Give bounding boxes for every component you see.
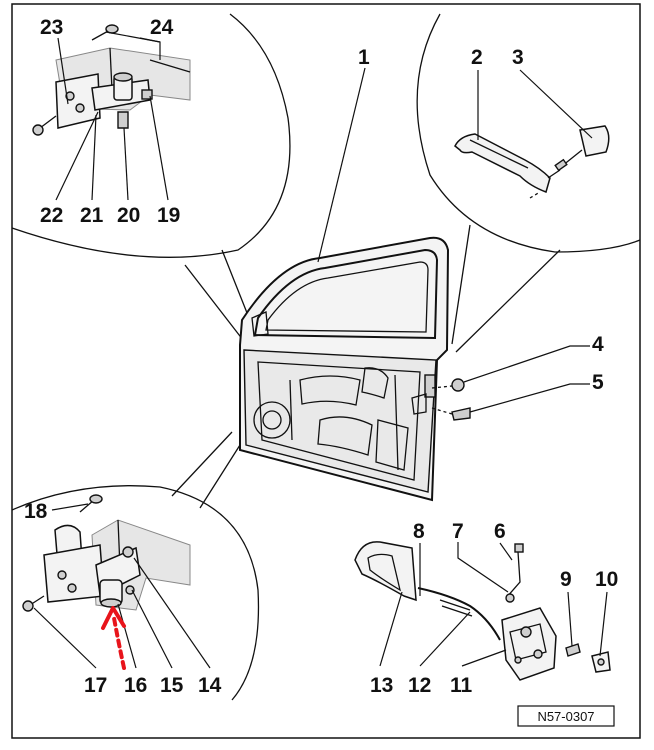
callout-21: 21 — [80, 204, 104, 227]
fastener-4 — [431, 378, 465, 392]
callout-17: 17 — [84, 674, 107, 697]
callout-19: 19 — [157, 204, 180, 227]
callout-7: 7 — [452, 520, 464, 543]
callout-20: 20 — [117, 204, 140, 227]
callout-5: 5 — [592, 371, 604, 394]
leader-lines — [33, 31, 608, 669]
callout-18: 18 — [24, 500, 48, 523]
detail-circle-outer-handle — [416, 13, 641, 353]
callout-labels: 1 2 3 4 5 6 7 8 9 10 11 12 13 14 15 16 1… — [24, 16, 618, 697]
lower-hinge-assembly — [22, 494, 191, 612]
callout-10: 10 — [595, 568, 618, 591]
figure-reference-box: N57-0307 — [517, 705, 615, 727]
figure-reference-code: N57-0307 — [537, 709, 594, 724]
callout-16: 16 — [124, 674, 147, 697]
door-lock-unit — [501, 607, 557, 681]
callout-2: 2 — [471, 46, 483, 69]
callout-8: 8 — [413, 520, 425, 543]
inner-door-handle — [354, 541, 417, 602]
callout-22: 22 — [40, 204, 63, 227]
red-dashed-arrow-icon — [101, 606, 126, 670]
callout-9: 9 — [560, 568, 572, 591]
callout-1: 1 — [358, 46, 370, 69]
detail-circle-lower-hinge — [11, 431, 260, 701]
door-panel — [239, 236, 450, 502]
callout-23: 23 — [40, 16, 63, 39]
striker-plate-10 — [591, 651, 611, 673]
callout-12: 12 — [408, 674, 431, 697]
figure-border — [11, 3, 641, 739]
callout-24: 24 — [150, 16, 174, 39]
callout-4: 4 — [592, 333, 604, 356]
callout-13: 13 — [370, 674, 393, 697]
outer-door-handle — [454, 133, 551, 193]
bowden-cable — [417, 587, 501, 641]
callout-3: 3 — [512, 46, 524, 69]
cable-retainer-clip — [505, 543, 524, 603]
callout-6: 6 — [494, 520, 506, 543]
lock-screw-9 — [565, 643, 581, 657]
callout-15: 15 — [160, 674, 184, 697]
callout-11: 11 — [450, 674, 473, 697]
upper-hinge-assembly — [32, 24, 191, 136]
callout-14: 14 — [198, 674, 222, 697]
fastener-5 — [431, 407, 471, 421]
